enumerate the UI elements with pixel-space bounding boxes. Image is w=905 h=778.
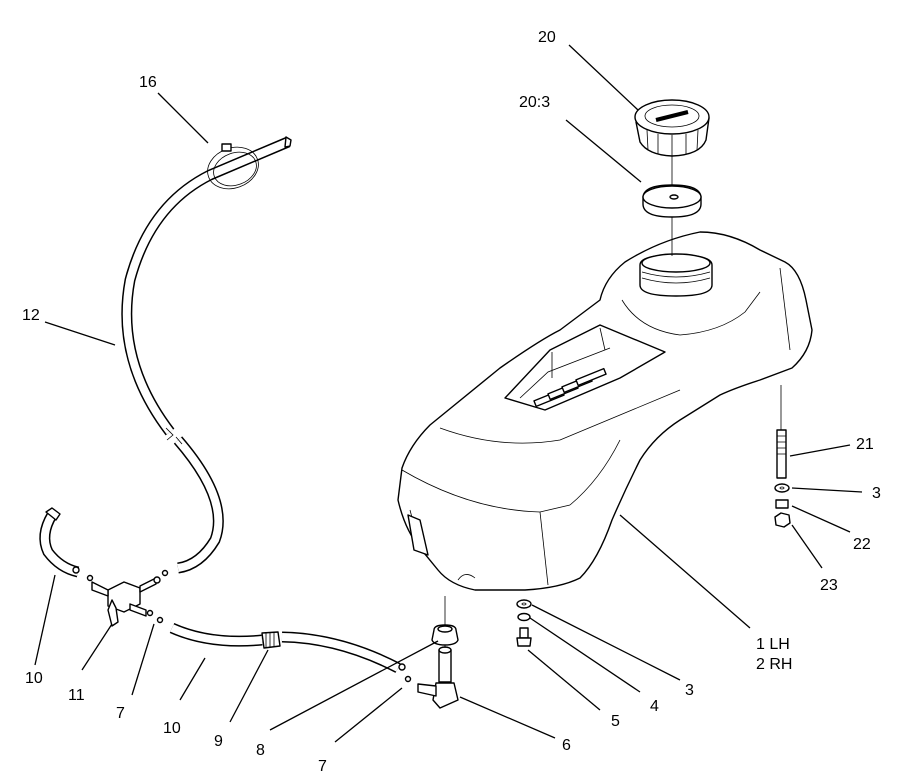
callout-10-lower: 10 <box>163 720 181 737</box>
callout-10-left: 10 <box>25 670 43 687</box>
hose-clamp <box>207 143 259 190</box>
callout-11: 11 <box>68 687 85 704</box>
callout-7-left: 7 <box>116 705 125 722</box>
callout-16: 16 <box>139 74 157 91</box>
callout-21: 21 <box>856 436 874 453</box>
tray-ribs <box>533 367 607 408</box>
callout-1-lh: 1 LH <box>756 636 790 653</box>
callout-6: 6 <box>562 737 571 754</box>
fuel-tank <box>397 231 813 591</box>
callout-9: 9 <box>214 733 223 750</box>
fuel-hose-lower <box>169 622 401 673</box>
leader-lines <box>34 44 863 743</box>
callout-20-3: 20:3 <box>519 94 550 111</box>
callout-12: 12 <box>22 307 40 324</box>
callout-23: 23 <box>820 577 838 594</box>
callout-2-rh: 2 RH <box>756 656 792 673</box>
callout-5: 5 <box>611 713 620 730</box>
grommet <box>431 596 459 646</box>
callout-22: 22 <box>853 536 871 553</box>
tank-lower-hardware <box>516 599 532 647</box>
callout-3-lower: 3 <box>685 682 694 699</box>
shutoff-valve <box>72 566 169 627</box>
callout-8: 8 <box>256 742 265 759</box>
callout-3-right: 3 <box>872 485 881 502</box>
callout-labels: 20 20:3 16 12 21 3 22 23 1 LH 2 RH 3 4 5… <box>22 29 881 775</box>
tank-stud <box>774 385 791 528</box>
elbow-fitting <box>398 630 459 709</box>
fuel-cap <box>634 99 710 157</box>
fuel-hose-left <box>39 507 80 578</box>
cap-gasket <box>642 184 702 218</box>
callout-20: 20 <box>538 29 556 46</box>
fuel-hose-upper <box>121 136 292 574</box>
callout-7-lower: 7 <box>318 758 327 775</box>
callout-4: 4 <box>650 698 659 715</box>
